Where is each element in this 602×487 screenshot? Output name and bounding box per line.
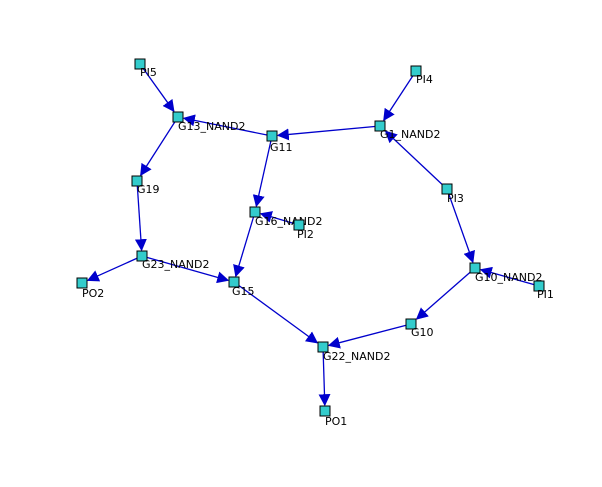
node-label: G13_NAND2 (178, 120, 245, 133)
node-label: PI5 (140, 66, 157, 79)
node-box[interactable] (228, 276, 240, 288)
node-label: G16_NAND2 (255, 215, 322, 228)
edge-g22_nand2-to-po1 (318, 346, 331, 407)
node-label: PO1 (325, 415, 347, 428)
node-label: PI2 (297, 228, 314, 241)
node-box[interactable] (172, 111, 184, 123)
edge-g11-to-g13_nand2 (182, 114, 273, 137)
node-box[interactable] (469, 262, 481, 274)
node-pi2[interactable]: PI2 (293, 219, 314, 241)
node-g10-nand2[interactable]: G10_NAND2 (469, 262, 542, 284)
node-pi3[interactable]: PI3 (441, 183, 464, 205)
node-g15[interactable]: G15 (228, 276, 255, 298)
node-label: G15 (232, 285, 255, 298)
edge-pi3-to-g10_nand2 (446, 188, 475, 264)
edge-pi5-to-g13_nand2 (139, 63, 175, 113)
node-po2[interactable]: PO2 (76, 277, 104, 300)
node-g10[interactable]: G10 (405, 318, 434, 339)
edge-g23_nand2-to-g15 (141, 255, 230, 284)
node-label: PI1 (537, 288, 554, 301)
edge-g23_nand2-to-po2 (86, 255, 143, 282)
node-box[interactable] (317, 341, 329, 353)
node-label: G1_NAND2 (380, 128, 440, 141)
node-label: G19 (137, 183, 160, 196)
node-box[interactable] (319, 405, 331, 417)
node-g1-nand2[interactable]: G1_NAND2 (374, 120, 440, 141)
edge-g16_nand2-to-g15 (233, 211, 256, 278)
edge-g13_nand2-to-g19 (140, 116, 179, 177)
edge-g19-to-g23_nand2 (134, 180, 147, 252)
edge-g10-to-g22_nand2 (327, 323, 412, 349)
node-po1[interactable]: PO1 (319, 405, 347, 428)
edge-g15-to-g22_nand2 (233, 281, 319, 344)
edge-pi3-to-g1_nand2 (384, 130, 448, 190)
node-label: PO2 (82, 287, 104, 300)
node-pi4[interactable]: PI4 (410, 65, 433, 86)
node-box[interactable] (136, 250, 148, 262)
node-box[interactable] (405, 318, 417, 330)
node-label: G10 (411, 326, 434, 339)
node-g16-nand2[interactable]: G16_NAND2 (249, 206, 322, 228)
node-box[interactable] (76, 277, 88, 289)
edges-layer (86, 63, 540, 407)
node-pi5[interactable]: PI5 (134, 58, 157, 79)
node-box[interactable] (131, 175, 143, 187)
node-g23-nand2[interactable]: G23_NAND2 (136, 250, 209, 271)
node-g19[interactable]: G19 (131, 175, 160, 196)
node-box[interactable] (410, 65, 422, 77)
edge-g10_nand2-to-g10 (415, 267, 476, 320)
node-g22-nand2[interactable]: G22_NAND2 (317, 341, 390, 363)
node-label: G23_NAND2 (142, 258, 209, 271)
node-box[interactable] (441, 183, 453, 195)
node-box[interactable] (293, 219, 305, 231)
node-box[interactable] (266, 130, 278, 142)
edge-pi4-to-g1_nand2 (383, 70, 417, 122)
node-label: G10_NAND2 (475, 271, 542, 284)
node-pi1[interactable]: PI1 (533, 280, 554, 301)
node-box[interactable] (249, 206, 261, 218)
node-label: PI3 (447, 192, 464, 205)
node-box[interactable] (134, 58, 146, 70)
node-g13-nand2[interactable]: G13_NAND2 (172, 111, 245, 133)
node-g11[interactable]: G11 (266, 130, 293, 154)
edge-g1_nand2-to-g11 (276, 125, 381, 141)
node-label: PI4 (416, 73, 433, 86)
edge-pi2-to-g16_nand2 (259, 211, 300, 226)
edge-pi1-to-g10_nand2 (479, 266, 540, 287)
node-box[interactable] (533, 280, 545, 292)
node-box[interactable] (374, 120, 386, 132)
node-label: G22_NAND2 (323, 350, 390, 363)
node-label: G11 (270, 141, 293, 154)
edge-g11-to-g16_nand2 (252, 135, 273, 208)
